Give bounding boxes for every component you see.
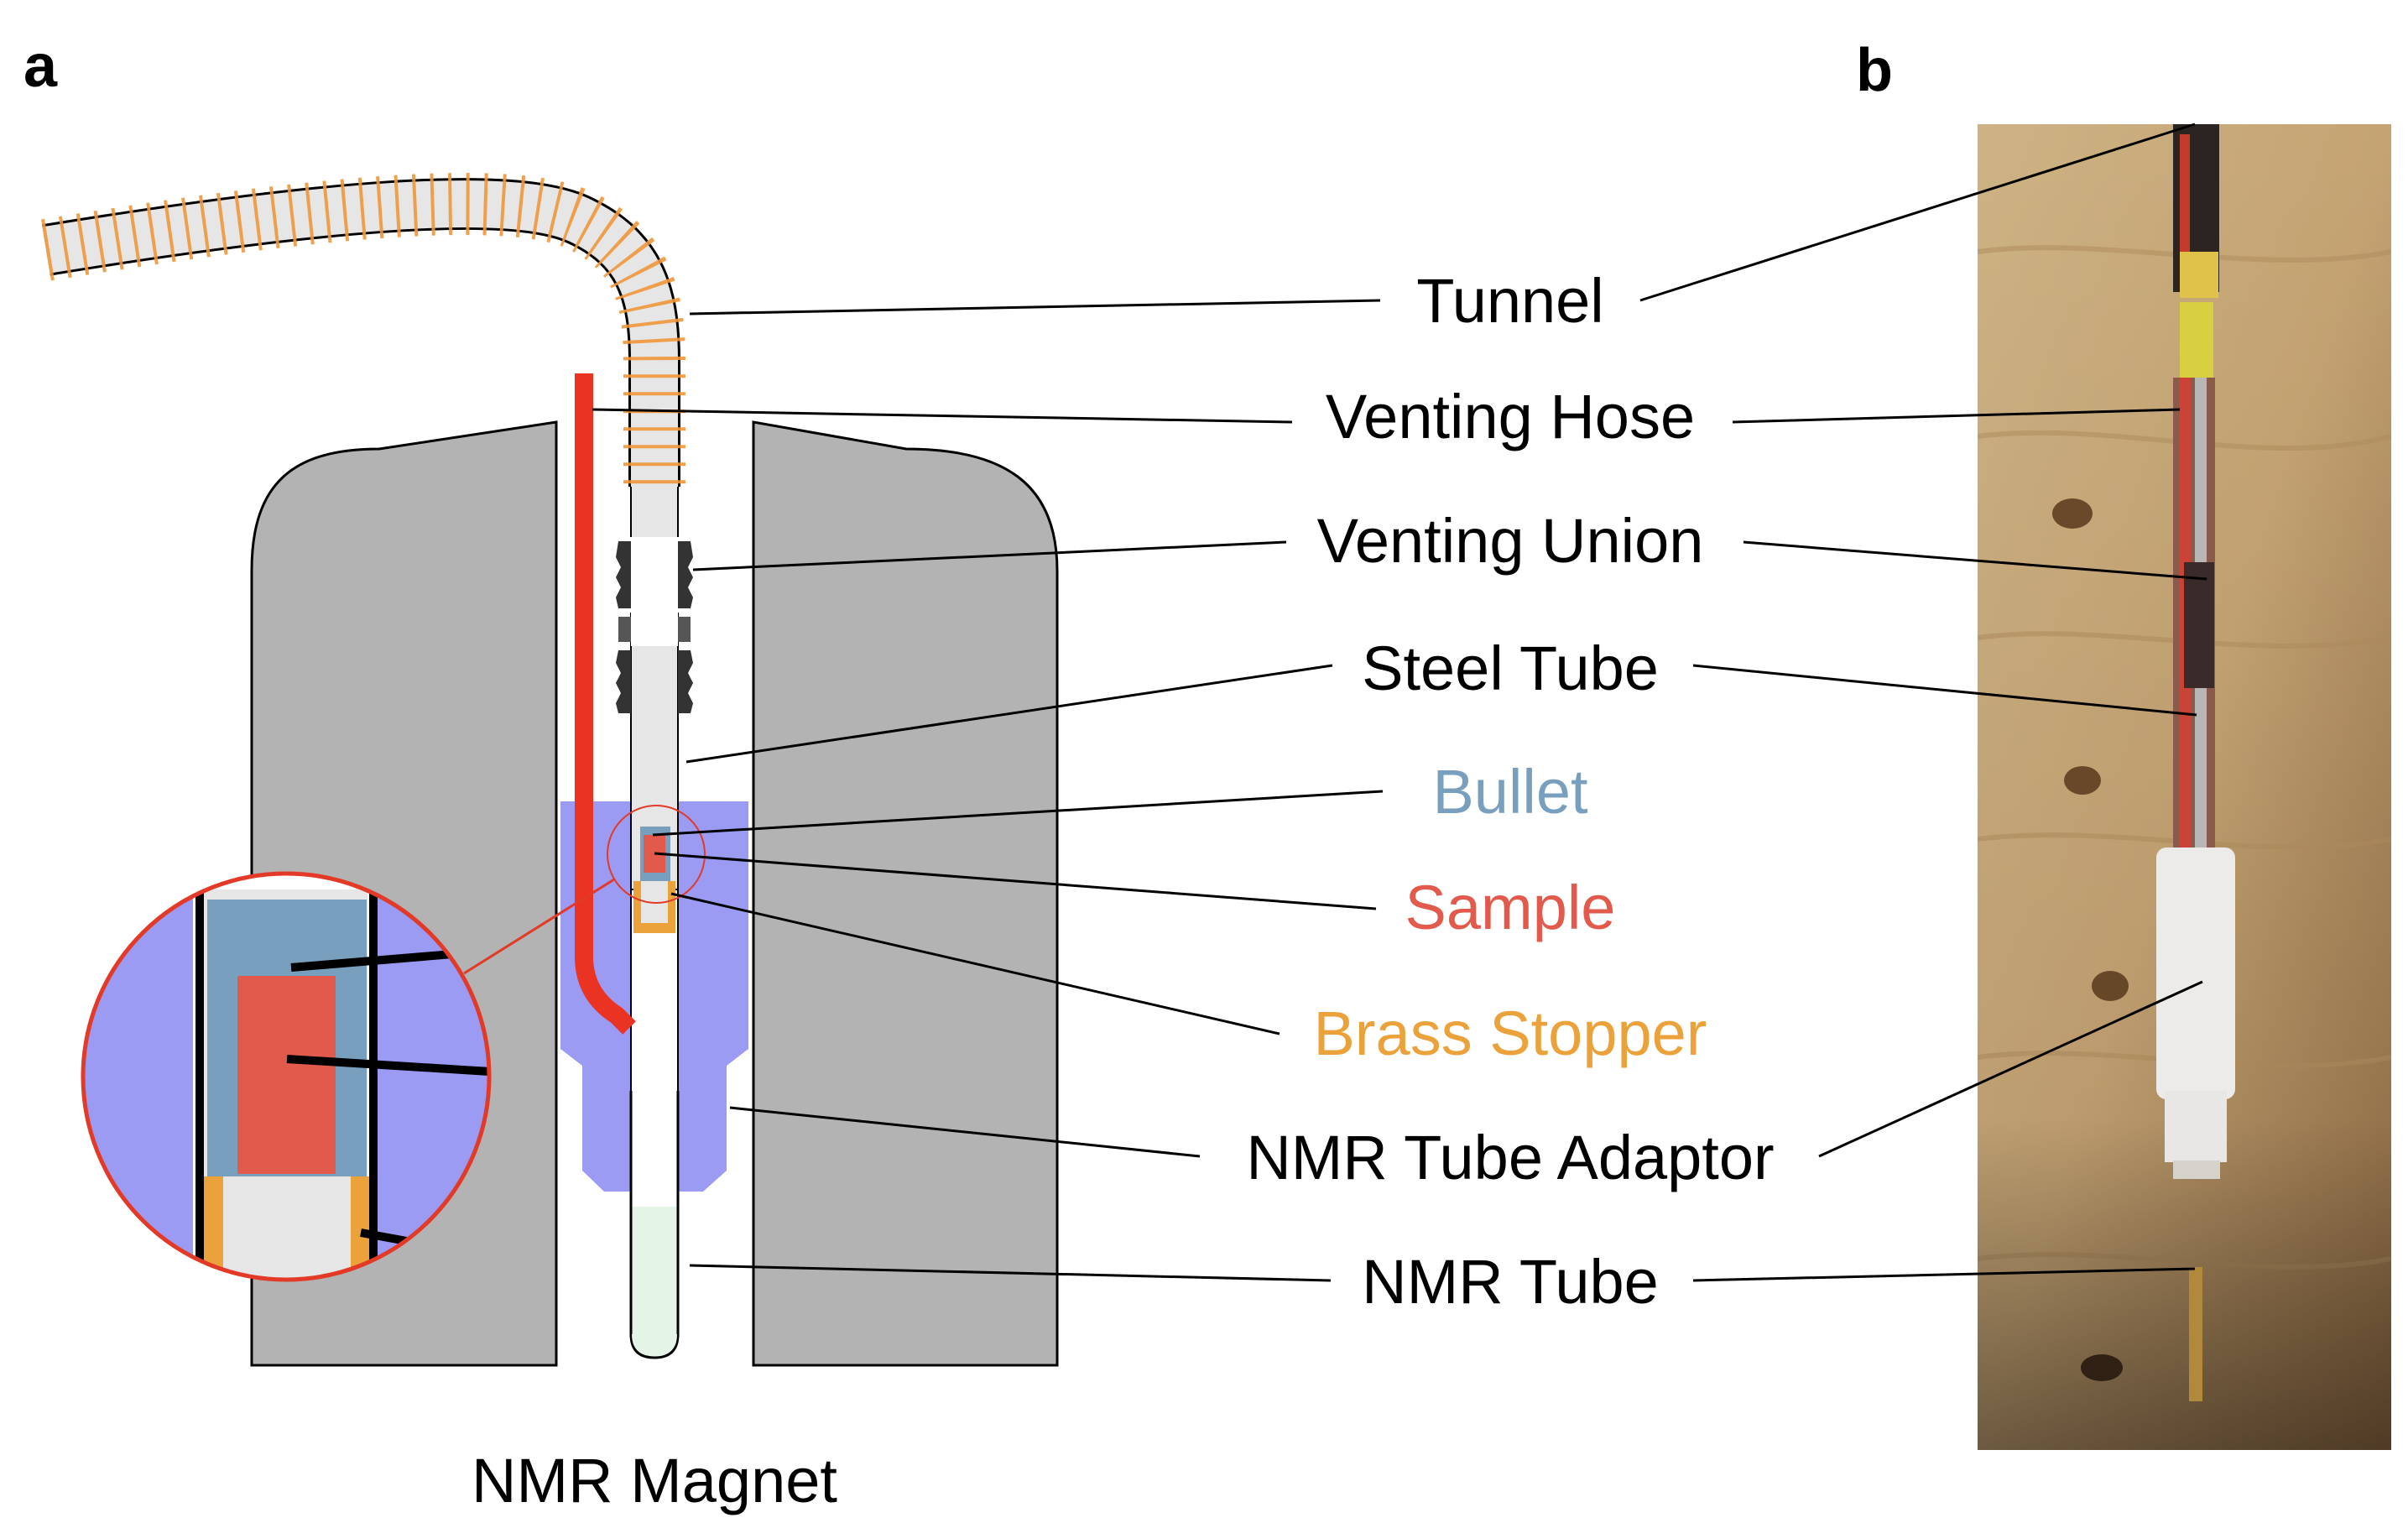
panel-a-letter: a	[23, 33, 58, 100]
label-nmr-tube: NMR Tube	[1362, 1247, 1659, 1317]
label-sample: Sample	[1405, 873, 1616, 942]
label-bullet: Bullet	[1432, 757, 1588, 827]
leader-lines-b	[1639, 123, 2207, 1282]
magnet-right-half	[752, 420, 1059, 1367]
label-venting-union: Venting Union	[1317, 506, 1704, 576]
nmr-tube-fluid	[632, 1207, 677, 1356]
label-steel-tube: Steel Tube	[1362, 634, 1659, 703]
panel-b-letter: b	[1856, 37, 1893, 104]
label-brass-stopper: Brass Stopper	[1314, 999, 1707, 1068]
photo-venting-union	[2184, 562, 2214, 688]
leader-lines-a	[592, 299, 1384, 1282]
venting-union	[616, 537, 693, 713]
zoom-source-circle	[607, 805, 706, 904]
label-venting-hose: Venting Hose	[1326, 382, 1695, 451]
photo-adaptor	[2156, 848, 2235, 1099]
nmr-magnet-diagram: Tunnel Venting Hose Venting Union Steel …	[41, 173, 1775, 1515]
venting-hose	[575, 373, 636, 1035]
photo-nmr-tube	[2189, 1267, 2202, 1401]
label-nmr-tube-adaptor: NMR Tube Adaptor	[1246, 1123, 1774, 1192]
caption-nmr-magnet: NMR Magnet	[472, 1446, 837, 1515]
tunnel-coil	[41, 173, 685, 487]
zoom-inset	[81, 871, 492, 1282]
photo-union-yellow	[2180, 302, 2213, 378]
apparatus-photo	[1639, 123, 2391, 1450]
label-tunnel: Tunnel	[1416, 266, 1604, 336]
